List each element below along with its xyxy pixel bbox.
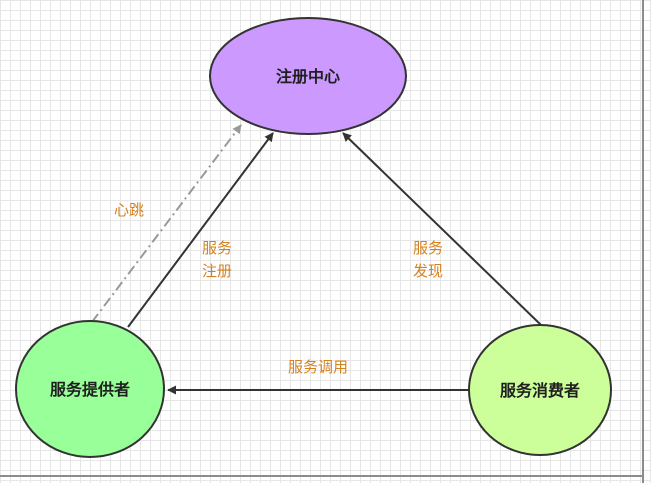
- registry-node[interactable]: 注册中心: [209, 17, 407, 135]
- registry-label: 注册中心: [276, 67, 340, 86]
- canvas-border-bottom: [0, 475, 644, 477]
- discover-label-line2: 发现: [413, 262, 443, 280]
- register-label-line2: 注册: [202, 262, 232, 280]
- provider-label: 服务提供者: [50, 380, 130, 399]
- heartbeat-label: 心跳: [114, 201, 144, 219]
- discover-label-line1: 服务: [413, 239, 443, 257]
- invoke-label: 服务调用: [288, 358, 348, 376]
- consumer-ellipse: [468, 324, 612, 456]
- registry-ellipse: [209, 17, 407, 135]
- discover-edge[interactable]: [342, 132, 542, 326]
- heartbeat-edge[interactable]: [91, 124, 242, 323]
- register-edge[interactable]: [127, 132, 274, 328]
- consumer-node[interactable]: 服务消费者: [468, 324, 612, 456]
- consumer-label: 服务消费者: [500, 381, 580, 400]
- register-label-line1: 服务: [202, 239, 232, 257]
- provider-ellipse: [15, 320, 165, 458]
- provider-node[interactable]: 服务提供者: [15, 320, 165, 458]
- canvas-border-right: [642, 0, 644, 483]
